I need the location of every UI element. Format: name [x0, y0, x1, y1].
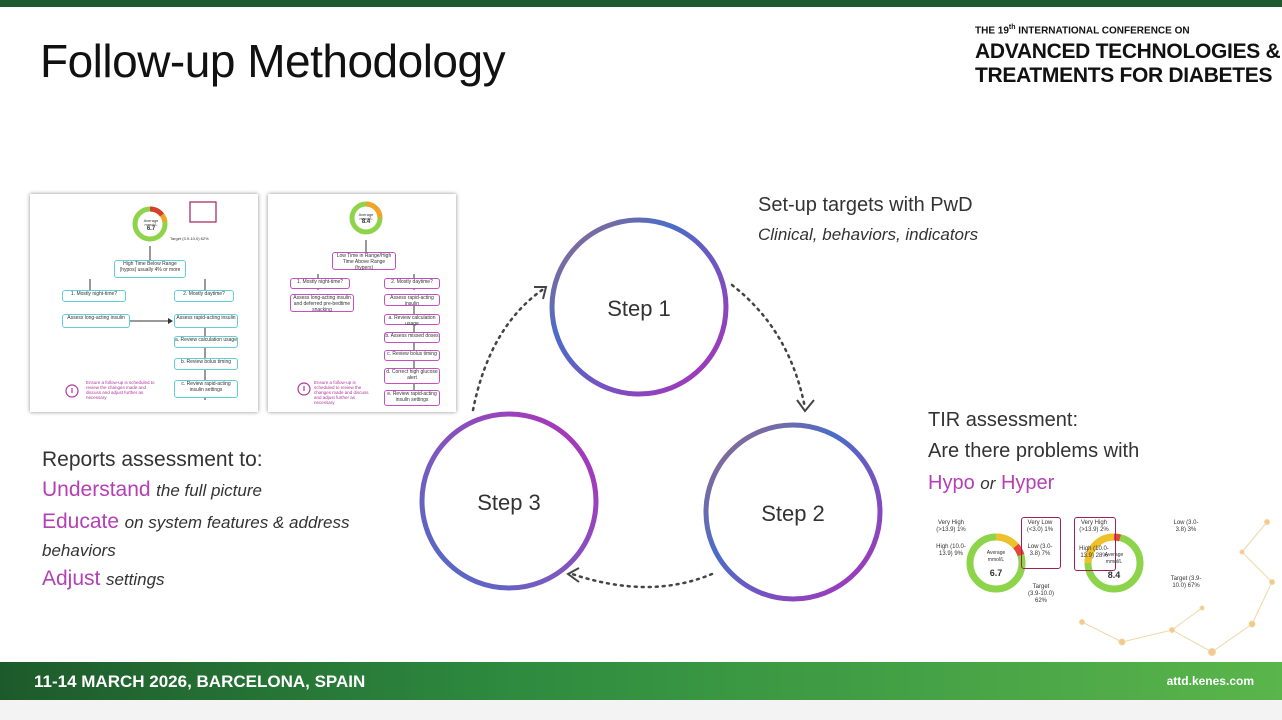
tir-hypo-word: Hypo — [928, 472, 975, 494]
understand-word: Understand — [42, 478, 151, 501]
thumb-right-s3: c. Review bolus timing — [384, 350, 440, 361]
thumb-left-decision: High Time Below Range (hypos) usually 4%… — [114, 260, 186, 278]
tir-left-low: Low (3.0-3.8) 7% — [1027, 544, 1053, 557]
hyper-flowchart-thumbnail: Average mmol/L 8.4 Low Time in Range/Hig… — [268, 194, 456, 412]
arrow-step1-to-step2 — [730, 283, 807, 410]
thumb-right-a1: Assess long-acting insulin and deferred … — [290, 294, 354, 313]
thumb-left-s1: a. Review calculation usage — [174, 336, 238, 348]
thumb-left-a1: Assess long-acting insulin — [62, 314, 130, 328]
footer-strip — [0, 700, 1282, 720]
footer-url: attd.kenes.com — [1166, 674, 1254, 688]
tir-right-very-high: Very High (>13.9) 2% — [1079, 520, 1109, 533]
setup-title: Set-up targets with PwD — [758, 194, 973, 216]
footer-band — [0, 662, 1282, 700]
top-accent-bar — [0, 0, 1282, 7]
reports-heading: Reports assessment to: — [42, 448, 263, 471]
educate-rest-line2: behaviors — [42, 541, 116, 560]
adjust-rest: settings — [105, 570, 165, 589]
thumb-right-s5: e. Review rapid-acting insulin settings — [384, 390, 440, 406]
tir-left-low-box — [1021, 517, 1061, 569]
setup-subtitle: Clinical, behaviors, indicators — [758, 225, 979, 244]
tir-right-target: Target (3.9-10.0) 67% — [1170, 576, 1202, 589]
tir-right-high-box — [1074, 517, 1116, 571]
thumb-left-s2: b. Review bolus timing — [174, 358, 238, 370]
tir-right-high: High (10.0-13.9) 28% — [1079, 546, 1109, 559]
tir-left-avg-label: Average mmol/L — [986, 550, 1006, 563]
conference-title-line1: ADVANCED TECHNOLOGIES & — [975, 40, 1281, 63]
arrow-step2-to-step3 — [570, 572, 714, 589]
thumb-right-avg-label: Average mmol/L — [358, 212, 374, 221]
thumb-left-q2: 2. Mostly daytime? — [174, 290, 234, 302]
thumb-right-q1: 1. Mostly night-time? — [290, 278, 350, 289]
thumb-right-q2: 2. Mostly daytime? — [384, 278, 440, 289]
step1-label: Step 1 — [607, 296, 671, 321]
understand-rest: the full picture — [156, 481, 262, 500]
tir-line1: TIR assessment: — [928, 409, 1079, 431]
thumb-left-avg-label: Average mmol/L — [143, 218, 159, 227]
thumb-right-avg-value: 8.4 — [361, 219, 371, 225]
tir-right-avg-value: 8.4 — [1107, 570, 1121, 580]
footer-date-location: 11-14 MARCH 2026, BARCELONA, SPAIN — [34, 672, 366, 691]
tir-hypo-hyper: Hypo or Hyper — [928, 472, 1054, 495]
step3-label: Step 3 — [477, 490, 541, 515]
thumb-right-s1: a. Review calculation usage — [384, 314, 440, 327]
educate-word: Educate — [42, 510, 120, 533]
conference-title-line2: TREATMENTS FOR DIABETES — [975, 64, 1273, 87]
educate-rest: on system features & address — [124, 513, 350, 532]
step2-label: Step 2 — [761, 501, 825, 526]
tir-left-very-high: Very High (>13.9) 1% — [936, 520, 966, 533]
adjust-word: Adjust — [42, 567, 101, 590]
molecule-decoration — [1079, 519, 1275, 656]
thumb-left-avg-value: 6.7 — [146, 226, 156, 232]
reports-adjust-line: Adjust settings — [42, 567, 165, 591]
thumb-right-s2: b. Assess missed doses — [384, 332, 440, 343]
thumb-left-q1: 1. Mostly night-time? — [62, 290, 126, 302]
tir-line2: Are there problems with — [928, 440, 1140, 462]
thumb-left-note: Ensure a follow-up is scheduled to revie… — [86, 380, 155, 400]
tir-left-avg-value: 6.7 — [989, 568, 1003, 578]
thumb-left-target: Target (3.9-10.0) 62% — [170, 236, 209, 241]
reports-educate-line: Educate on system features & address — [42, 510, 350, 534]
tir-donut-charts — [966, 533, 1144, 593]
tir-left-target: Target (3.9-10.0) 62% — [1027, 584, 1054, 604]
tir-or-word: or — [980, 474, 996, 493]
conference-edition: THE 19th INTERNATIONAL CONFERENCE ON — [975, 24, 1190, 37]
thumb-left-s3: c. Review rapid-acting insulin settings — [174, 380, 238, 398]
thumb-right-decision: Low Time in Range/High Time Above Range … — [332, 252, 396, 271]
hypo-flowchart-thumbnail: Average mmol/L 6.7 Target (3.9-10.0) 62%… — [30, 194, 258, 412]
tir-right-low: Low (3.0-3.8) 3% — [1173, 520, 1199, 533]
thumb-right-note: Ensure a follow-up is scheduled to revie… — [314, 380, 369, 405]
reports-understand-line: Understand the full picture — [42, 478, 262, 502]
thumb-left-a2: Assess rapid-acting insulin — [174, 314, 238, 328]
tir-hyper-word: Hyper — [1000, 472, 1055, 494]
slide-title: Follow-up Methodology — [40, 35, 506, 87]
thumb-right-a2: Assess rapid-acting insulin — [384, 294, 440, 307]
tir-left-high: High (10.0-13.9) 9% — [936, 544, 966, 557]
arrow-step3-to-step1 — [471, 286, 547, 412]
tir-left-very-low: Very Low (<3.0) 1% — [1026, 520, 1054, 533]
thumb-right-s4: d. Correct high glucose alert — [384, 368, 440, 384]
tir-right-avg-label: Average mmol/L — [1104, 552, 1124, 565]
